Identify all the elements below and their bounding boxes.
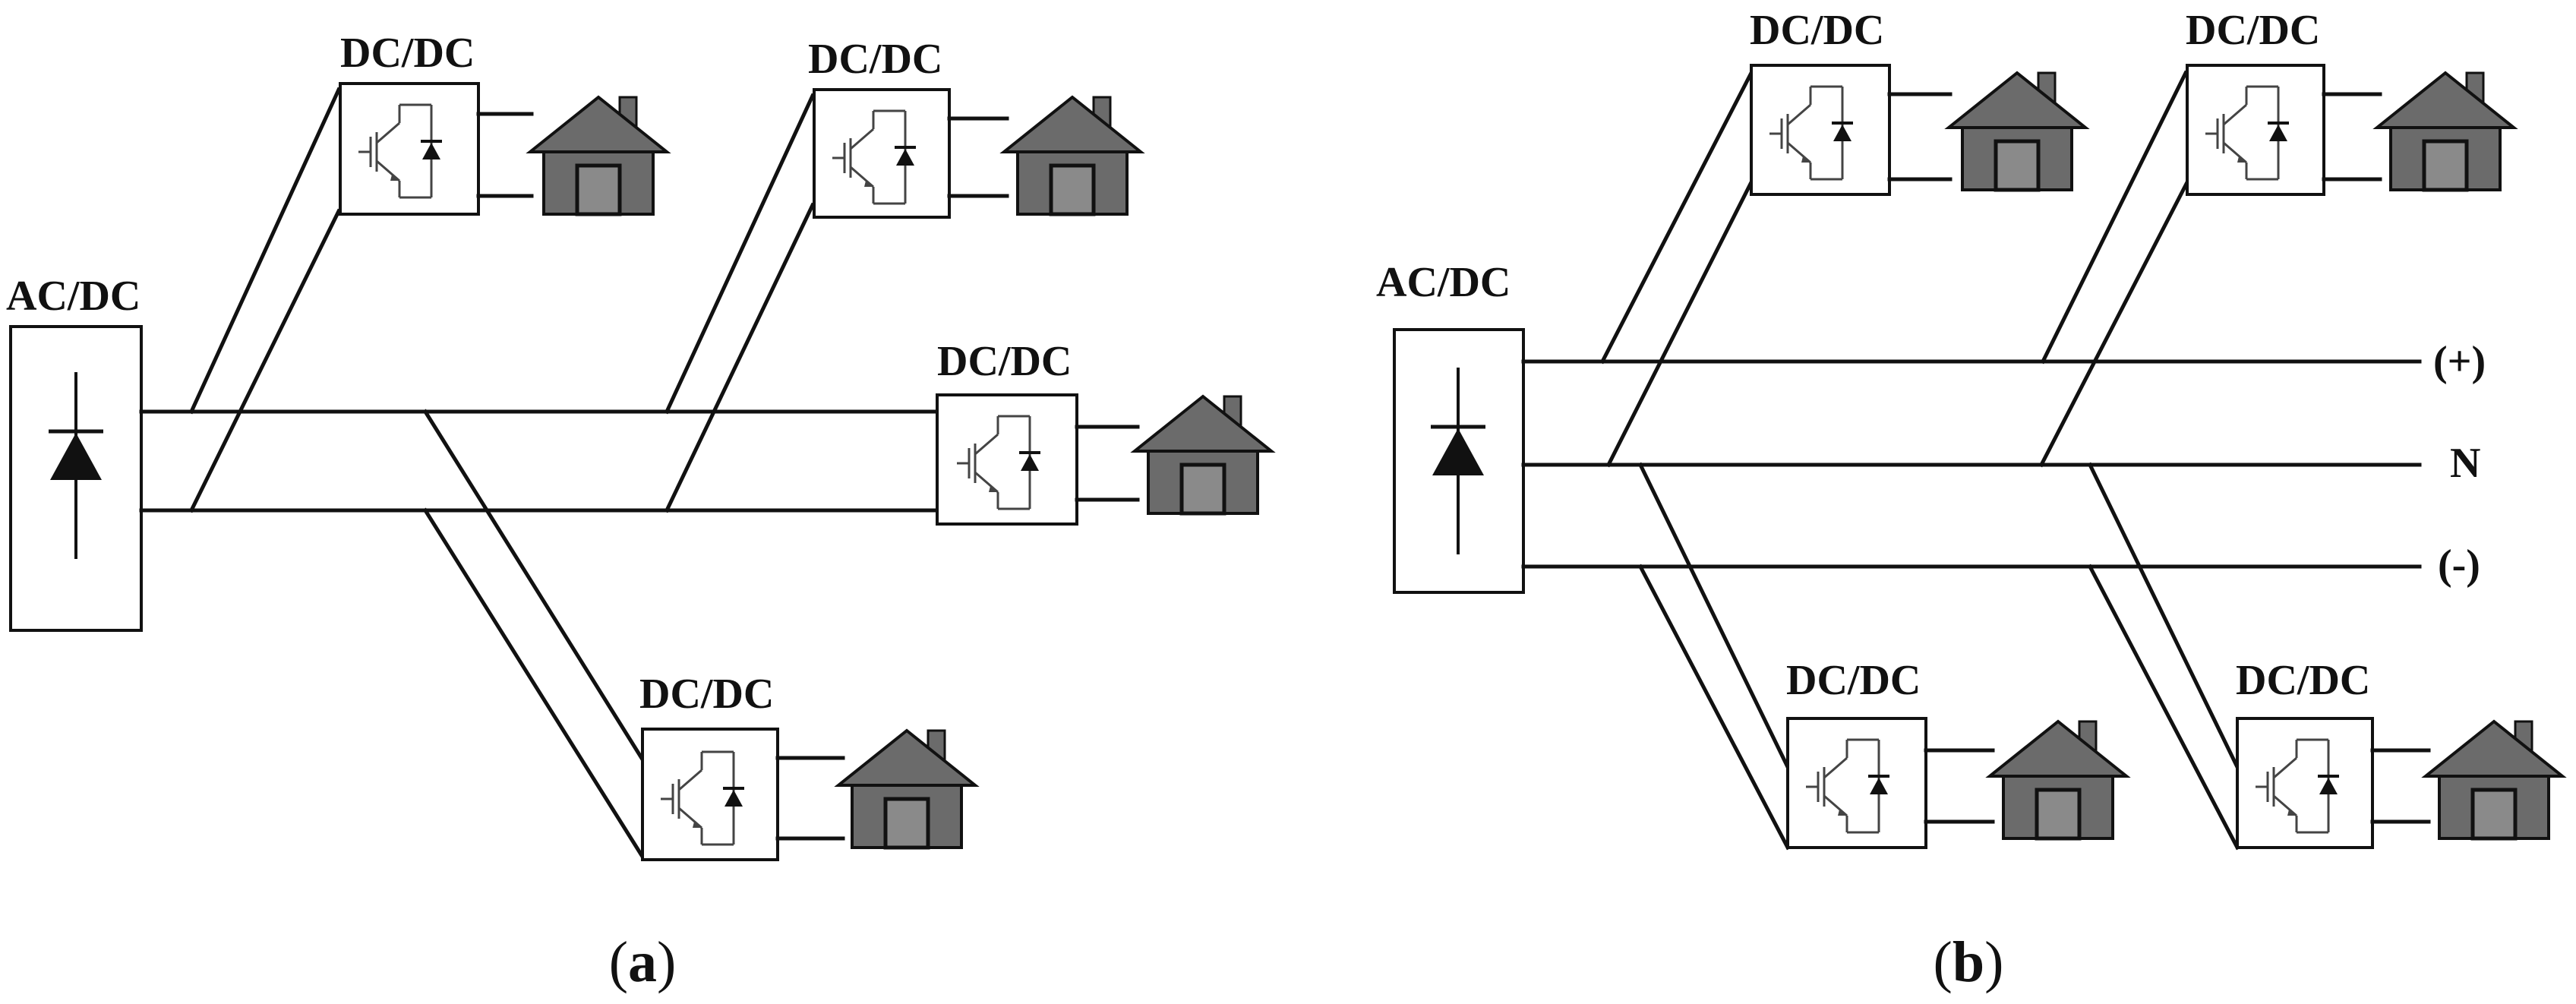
- dc-dc-label-a3: DC/DC: [937, 338, 1072, 385]
- converter-block-a3: [936, 393, 1078, 526]
- caption-a: (a): [609, 930, 677, 994]
- dc-dc-label-a4: DC/DC: [639, 671, 774, 718]
- branch-wire-b4: [2087, 462, 2240, 770]
- house-icon: [2426, 721, 2562, 838]
- branch-wire-b3: [1637, 564, 1791, 851]
- branch-wire-b1: [1605, 179, 1754, 468]
- converter-block-b4: [2236, 717, 2374, 849]
- figure-b: AC/DC (+) N (-) DC/DC DC/DC: [1376, 7, 2562, 994]
- house-icon: [1949, 73, 2085, 190]
- house-icon: [1004, 97, 1141, 214]
- branch-wire-b3: [1637, 462, 1791, 770]
- house-icon: [530, 97, 667, 214]
- branch-wire-a4: [422, 409, 646, 762]
- branch-wire-a1: [188, 87, 342, 415]
- dc-dc-label-b2: DC/DC: [2186, 7, 2320, 54]
- branch-wire-a2: [664, 202, 816, 513]
- converter-block-a4: [641, 728, 779, 861]
- converter-block-a1: [339, 82, 480, 216]
- dc-dc-label-a2: DC/DC: [808, 36, 942, 83]
- house-icon: [1135, 396, 1271, 513]
- dc-dc-label-b3: DC/DC: [1786, 657, 1921, 704]
- branch-wire-a1: [188, 208, 342, 513]
- converter-block-b1: [1750, 64, 1891, 196]
- house-icon: [838, 731, 975, 848]
- house-icon: [2377, 73, 2514, 190]
- house-icon: [1990, 721, 2126, 838]
- caption-b: (b): [1934, 930, 2004, 994]
- branch-wire-b2: [2040, 70, 2189, 365]
- branch-wire-b1: [1599, 70, 1754, 365]
- converter-block-b3: [1786, 717, 1927, 849]
- converter-block-a2: [813, 88, 951, 219]
- dc-dc-label-b1: DC/DC: [1750, 7, 1884, 54]
- branch-wire-b2: [2038, 179, 2190, 468]
- ac-dc-label-a: AC/DC: [6, 273, 140, 320]
- figure-a: AC/DC DC/DC DC/DC DC/DC: [6, 30, 1271, 994]
- bus-label-neutral: N: [2450, 440, 2480, 487]
- bus-label-positive: (+): [2433, 338, 2486, 385]
- dc-dc-label-b4: DC/DC: [2236, 657, 2370, 704]
- converter-block-b2: [2186, 64, 2325, 196]
- branch-wire-b4: [2087, 564, 2240, 851]
- branch-wire-a4: [422, 507, 646, 860]
- dc-dc-label-a1: DC/DC: [340, 30, 475, 77]
- branch-wire-a2: [664, 93, 816, 415]
- ac-dc-label-b: AC/DC: [1376, 259, 1511, 306]
- bus-label-negative: (-): [2438, 541, 2480, 589]
